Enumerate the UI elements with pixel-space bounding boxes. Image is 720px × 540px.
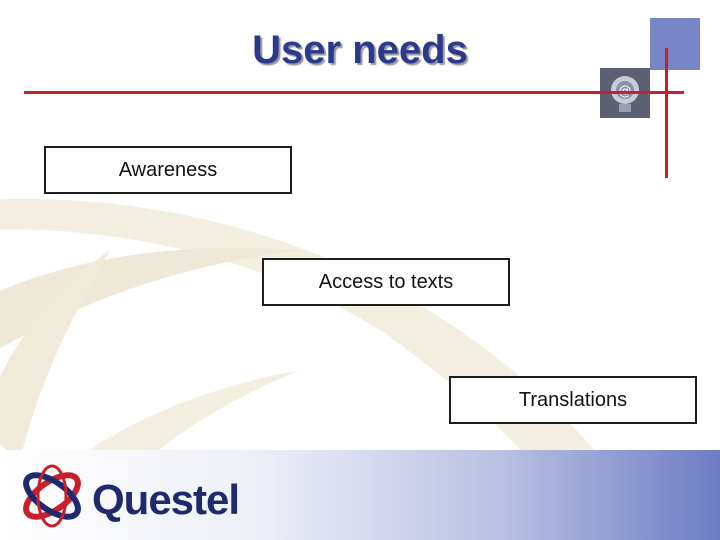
vertical-rule: [665, 48, 668, 178]
need-box-access-to-texts: Access to texts: [262, 258, 510, 306]
need-box-awareness: Awareness: [44, 146, 292, 194]
logo-wordmark: Questel: [92, 476, 240, 523]
questel-logo-icon: [12, 456, 92, 536]
corner-accent-block: [650, 18, 700, 70]
need-box-translations: Translations: [449, 376, 697, 424]
slide-title: User needs: [252, 28, 468, 72]
title-rule: [24, 91, 684, 94]
need-label: Awareness: [118, 158, 218, 181]
need-label: Access to texts: [318, 270, 454, 293]
need-label: Translations: [518, 388, 628, 411]
